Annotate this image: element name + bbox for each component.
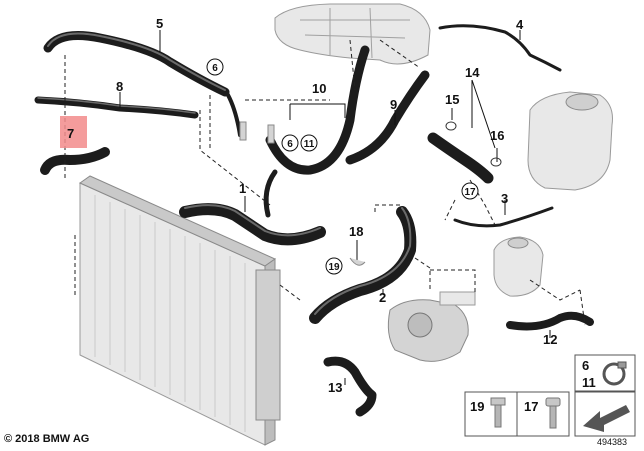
water-pump-assembly	[387, 291, 476, 362]
legend-box-17[interactable]: 17	[516, 391, 570, 437]
callout-10[interactable]: 10	[312, 81, 326, 96]
callout-14[interactable]: 14	[465, 65, 480, 80]
copyright-text: © 2018 BMW AG	[4, 433, 90, 445]
svg-text:6: 6	[212, 63, 218, 74]
highlight-7	[60, 116, 87, 148]
svg-text:17: 17	[464, 187, 476, 198]
arrow-icon	[583, 405, 630, 432]
legend-box-6-11[interactable]: 6 11	[574, 354, 636, 392]
dashed-lines	[64, 39, 586, 326]
circled-callout-11-mid[interactable]: 11	[300, 134, 318, 152]
coolant-reservoir	[493, 236, 544, 297]
svg-text:19: 19	[328, 262, 340, 273]
callout-12[interactable]: 12	[543, 332, 557, 347]
callout-1[interactable]: 1	[239, 181, 246, 196]
diagram-number: 494383	[597, 437, 628, 447]
svg-text:11: 11	[582, 375, 596, 390]
screw-icon	[545, 397, 561, 429]
svg-text:11: 11	[304, 139, 315, 150]
legend-box-19[interactable]: 19	[464, 391, 518, 437]
svg-text:6: 6	[582, 358, 589, 373]
circled-callout-17-mid[interactable]: 17	[461, 182, 479, 200]
callout-4[interactable]: 4	[516, 17, 524, 32]
callout-16[interactable]: 16	[490, 128, 504, 143]
svg-text:17: 17	[524, 399, 538, 414]
svg-text:19: 19	[470, 399, 484, 414]
callout-18[interactable]: 18	[349, 224, 363, 239]
callout-3[interactable]: 3	[501, 191, 508, 206]
callout-numbers: 1 2 3 4 5 7 8 9 10 12 13 14 15 16 18	[67, 16, 557, 395]
hoses	[34, 24, 594, 417]
bolt-icon	[490, 397, 506, 428]
intake-manifold	[274, 3, 431, 65]
callout-9[interactable]: 9	[390, 97, 397, 112]
callout-8[interactable]: 8	[116, 79, 123, 94]
hose-clamp-icon	[602, 361, 627, 386]
leader-lines	[119, 30, 551, 385]
legend-box-arrow[interactable]	[574, 391, 636, 437]
circled-callouts: 6 6 11 17 19	[206, 58, 479, 275]
callout-7[interactable]: 7	[67, 126, 74, 141]
circled-callout-6-mid[interactable]: 6	[281, 134, 299, 152]
svg-text:6: 6	[287, 139, 293, 150]
callout-15[interactable]: 15	[445, 92, 459, 107]
callout-5[interactable]: 5	[156, 16, 163, 31]
callout-2[interactable]: 2	[379, 290, 386, 305]
legend: 19 17 6 11	[464, 354, 636, 437]
circled-callout-6-top[interactable]: 6	[206, 58, 224, 76]
expansion-tank	[527, 91, 613, 191]
circled-callout-19-mid[interactable]: 19	[325, 257, 343, 275]
callout-13[interactable]: 13	[328, 380, 342, 395]
radiator	[78, 175, 281, 446]
fittings	[239, 121, 502, 266]
